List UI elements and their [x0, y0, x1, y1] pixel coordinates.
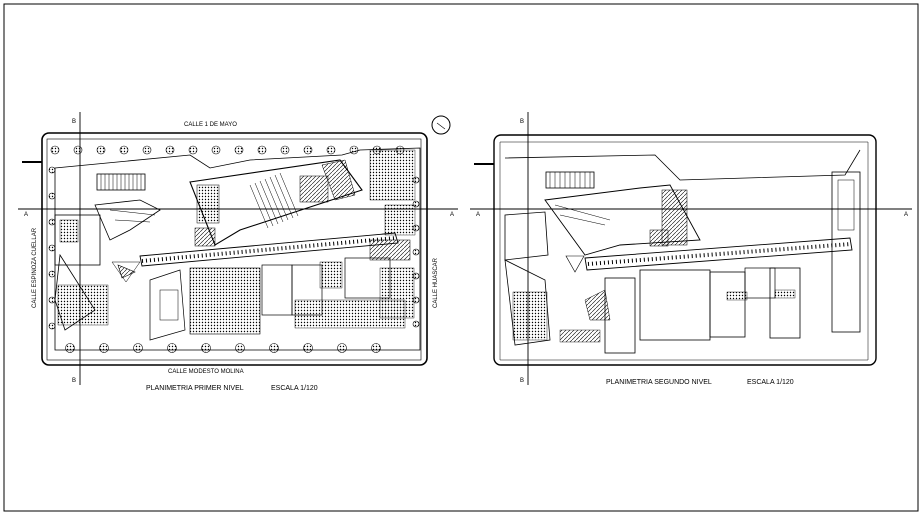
- lower-block-2: [639, 269, 711, 341]
- sheet-border: [3, 3, 919, 512]
- tree-icon: [167, 343, 177, 353]
- tree-icon: [303, 343, 313, 353]
- stair-core: [196, 184, 220, 224]
- tree-icon: [96, 145, 106, 155]
- tree-icon: [119, 145, 129, 155]
- section-a-left-label: A: [24, 212, 28, 218]
- tree-icon: [269, 343, 279, 353]
- tree-icon: [48, 322, 56, 330]
- tree-icon: [201, 343, 211, 353]
- section-b-top-label-2: B: [520, 119, 524, 125]
- plan2-title: PLANIMETRIA SEGUNDO NIVEL: [606, 379, 712, 386]
- section-b-bottom-label: B: [72, 378, 76, 384]
- tree-icon: [65, 343, 75, 353]
- section-a-right-label-2: A: [904, 212, 908, 218]
- tree-icon: [48, 244, 56, 252]
- tree-icon: [412, 320, 420, 328]
- tree-icon: [48, 218, 56, 226]
- tree-icon: [188, 145, 198, 155]
- lot-boundary: [41, 132, 428, 366]
- tree-icon: [165, 145, 175, 155]
- north-arrow-icon: [431, 115, 451, 135]
- tree-icon: [133, 343, 143, 353]
- tree-icon: [142, 145, 152, 155]
- room-block: [261, 264, 293, 316]
- tree-icon: [234, 145, 244, 155]
- plan1-title: PLANIMETRIA PRIMER NIVEL: [146, 385, 244, 392]
- plan-primer-nivel: A A B B CALLE 1 DE MAYO CALLE MODESTO MO…: [18, 112, 458, 392]
- auditorium-seating: [249, 172, 329, 229]
- parking-lines: [100, 174, 142, 190]
- tree-icon: [280, 145, 290, 155]
- section-a-left-label-2: A: [476, 212, 480, 218]
- left-wing: [54, 214, 101, 266]
- cafeteria-tables: [369, 149, 416, 201]
- plan-segundo-nivel: A A B B PLANIMETRIA SEGUNDO NIVEL ESCALA…: [470, 112, 912, 386]
- tree-icon: [337, 343, 347, 353]
- seating-area-2: [512, 291, 548, 341]
- tree-icon: [48, 192, 56, 200]
- section-b-top-label: B: [72, 119, 76, 125]
- section-b-bottom-label-2: B: [520, 378, 524, 384]
- tree-icon: [326, 145, 336, 155]
- street-label-bottom: CALLE MODESTO MOLINA: [168, 369, 244, 375]
- street-label-top: CALLE 1 DE MAYO: [184, 122, 237, 128]
- tree-icon: [211, 145, 221, 155]
- street-label-left: CALLE ESPINOZA CUELLAR: [32, 227, 38, 308]
- tree-icon: [48, 296, 56, 304]
- street-label-right: CALLE HUASCAR: [433, 257, 439, 308]
- core-hatch: [194, 227, 216, 247]
- tree-icon: [412, 248, 420, 256]
- walkway: [139, 232, 399, 267]
- lot-boundary-2: [493, 134, 877, 366]
- tree-icon: [303, 145, 313, 155]
- plan2-scale: ESCALA 1/120: [747, 379, 794, 386]
- tree-icon: [73, 145, 83, 155]
- tree-icon: [235, 343, 245, 353]
- tree-icon: [371, 343, 381, 353]
- garden: [189, 267, 261, 335]
- tree-icon: [257, 145, 267, 155]
- plan1-scale: ESCALA 1/120: [271, 385, 318, 392]
- section-a-right-label: A: [450, 212, 454, 218]
- tree-icon: [48, 270, 56, 278]
- seating-area: [57, 284, 109, 326]
- tree-icon: [99, 343, 109, 353]
- tree-icon: [48, 166, 56, 174]
- tree-icon: [50, 145, 60, 155]
- walkway-2: [584, 237, 853, 271]
